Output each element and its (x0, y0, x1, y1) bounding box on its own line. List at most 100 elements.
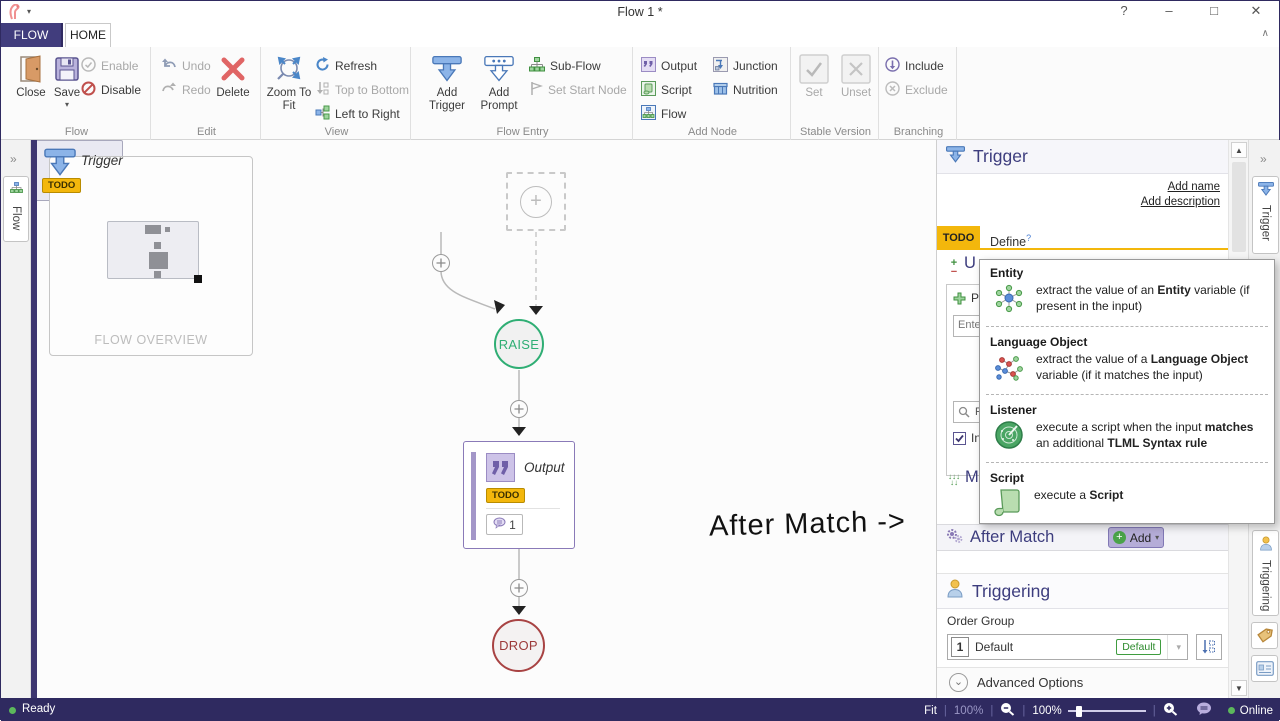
sub-flow-button[interactable]: Sub-Flow (529, 55, 601, 77)
comments-bubble-icon[interactable] (1196, 702, 1212, 719)
dock-tab-trigger[interactable]: Trigger (1252, 176, 1279, 254)
after-match-title: After Match (970, 528, 1055, 546)
exclude-icon (885, 81, 900, 99)
triggering-title: Triggering (972, 580, 1051, 601)
tab-home[interactable]: HOME (65, 23, 111, 47)
panel-tab-todo[interactable]: TODO (937, 226, 980, 250)
advanced-options-expander[interactable]: ⌄ Advanced Options (937, 667, 1228, 696)
add-flow-button[interactable]: Flow (641, 103, 686, 125)
panel-tab-define[interactable]: Define? (990, 233, 1032, 250)
left-to-right-button[interactable]: Left to Right (315, 103, 400, 125)
raise-node[interactable]: RAISE (494, 319, 544, 369)
ribbon: Close Save ▾ Enable Disable Flow Undo (1, 47, 1279, 140)
redo-button: Redo (161, 79, 211, 101)
panel-match-section-sliver: ↓↓↓↓↓ M (937, 466, 980, 506)
order-group-manager-button[interactable] (1196, 634, 1222, 660)
drop-node[interactable]: DROP (492, 619, 545, 672)
checkbox-row-partial[interactable]: In (953, 431, 980, 445)
quick-access-caret-icon[interactable]: ▾ (27, 7, 32, 16)
help-button[interactable]: ? (1120, 3, 1128, 18)
refresh-button[interactable]: Refresh (315, 55, 377, 77)
overview-label: FLOW OVERVIEW (94, 333, 208, 347)
minimap-resize-handle[interactable] (194, 275, 202, 283)
add-name-link[interactable]: Add name (1167, 181, 1220, 193)
add-junction-button[interactable]: Junction (713, 55, 778, 77)
output-answer-count-chip[interactable]: 1 (486, 514, 523, 535)
add-trigger-button[interactable]: Add Trigger (423, 53, 471, 113)
language-object-icon (994, 352, 1024, 387)
contact-card-button[interactable] (1251, 655, 1278, 682)
after-match-add-button[interactable]: + Add ▾ (1108, 527, 1164, 548)
minimize-button[interactable]: – (1165, 3, 1173, 18)
search-box-partial[interactable]: F (953, 401, 980, 423)
delete-button[interactable]: Delete (209, 53, 257, 100)
save-button[interactable]: Save ▾ (43, 53, 91, 109)
add-positive-button-partial[interactable]: Po (953, 291, 980, 305)
flow-overview-panel[interactable]: FLOW OVERVIEW (49, 156, 253, 356)
expand-right-panel-icon[interactable]: » (1260, 152, 1267, 166)
enable-check-icon (81, 57, 96, 75)
add-flow-entry-placeholder[interactable]: + (506, 172, 566, 231)
start-flag-icon (529, 81, 544, 99)
set-check-icon (799, 53, 829, 85)
output-node[interactable]: Output TODO 1 (463, 441, 575, 549)
after-match-add-dropdown: Entity extract the value of an Entity va… (979, 259, 1275, 524)
zoom-out-magnifier-icon[interactable] (1000, 702, 1015, 719)
tag-button[interactable] (1251, 622, 1278, 649)
triggering-section-header: Triggering (937, 573, 1228, 609)
handwritten-annotation: After Match -> (708, 505, 907, 543)
combo-caret-icon[interactable]: ▾ (1167, 635, 1187, 659)
triggering-tab-person-icon (1259, 536, 1273, 556)
save-split-caret-icon[interactable]: ▾ (64, 100, 69, 110)
zoom-slider-thumb[interactable] (1075, 705, 1082, 717)
flow-canvas[interactable]: FLOW OVERVIEW Trigger TODO + RAISE Outpu… (31, 140, 936, 698)
maximize-button[interactable]: □ (1210, 3, 1218, 18)
contact-card-icon (1255, 661, 1274, 676)
scroll-down-icon[interactable]: ▼ (1231, 680, 1247, 696)
plus-minus-icon: + − (950, 257, 958, 278)
add-output-button[interactable]: Output (641, 55, 697, 77)
close-flow-button[interactable]: Close (7, 53, 55, 100)
dock-tab-triggering[interactable]: Triggering (1252, 530, 1279, 616)
listener-icon (994, 420, 1024, 455)
ribbon-group-edit: Undo Redo Delete Edit (153, 47, 261, 140)
green-plus-icon (953, 292, 966, 304)
add-nutrition-button[interactable]: Nutrition (713, 79, 778, 101)
plus-icon: + (520, 185, 552, 218)
online-status: Online (1239, 704, 1273, 717)
close-window-button[interactable]: ✕ (1250, 3, 1262, 18)
disable-block-icon (81, 81, 96, 99)
menu-item-language-object[interactable]: Language Object extract the value of a L… (980, 329, 1274, 392)
menu-item-script[interactable]: Script execute a Script (980, 465, 1274, 527)
tab-flow[interactable]: FLOW (1, 23, 63, 47)
sidebar-tab-flow[interactable]: Flow (3, 176, 29, 242)
add-description-link[interactable]: Add description (1140, 196, 1220, 208)
include-icon (885, 57, 900, 75)
menu-item-listener[interactable]: Listener execute a script when the input… (980, 397, 1274, 460)
output-quote-icon (641, 57, 656, 75)
menu-item-entity[interactable]: Entity extract the value of an Entity va… (980, 260, 1274, 324)
add-plus-icon: + (1112, 531, 1126, 544)
include-button[interactable]: Include (885, 55, 944, 77)
zoom-in-magnifier-icon[interactable] (1163, 702, 1178, 719)
trigger-node-icon (44, 148, 76, 182)
set-start-node-button: Set Start Node (529, 79, 627, 101)
zoom-to-fit-button[interactable]: Zoom To Fit (265, 53, 313, 113)
menu-item-entity-desc: extract the value of an Entity variable … (1036, 283, 1250, 313)
add-prompt-button[interactable]: Add Prompt (475, 53, 523, 113)
zoom-slider[interactable] (1067, 705, 1146, 717)
add-script-button[interactable]: Script (641, 79, 692, 101)
expand-left-panel-icon[interactable]: » (10, 152, 17, 166)
refresh-icon (315, 57, 330, 75)
overview-minimap-viewport[interactable] (107, 221, 202, 283)
example-input-partial[interactable]: Ente (953, 315, 980, 337)
order-group-combobox[interactable]: 1 Default Default ▾ (947, 634, 1188, 660)
tag-icon (1256, 627, 1273, 643)
collapse-ribbon-icon[interactable]: ∧ (1261, 28, 1269, 39)
scroll-up-icon[interactable]: ▲ (1231, 142, 1247, 158)
order-sort-icon (1202, 640, 1215, 654)
panel-header: Trigger (937, 140, 1228, 174)
fit-button[interactable]: Fit (924, 704, 937, 717)
disable-button[interactable]: Disable (81, 79, 141, 101)
scrollbar-thumb[interactable] (1232, 162, 1246, 252)
